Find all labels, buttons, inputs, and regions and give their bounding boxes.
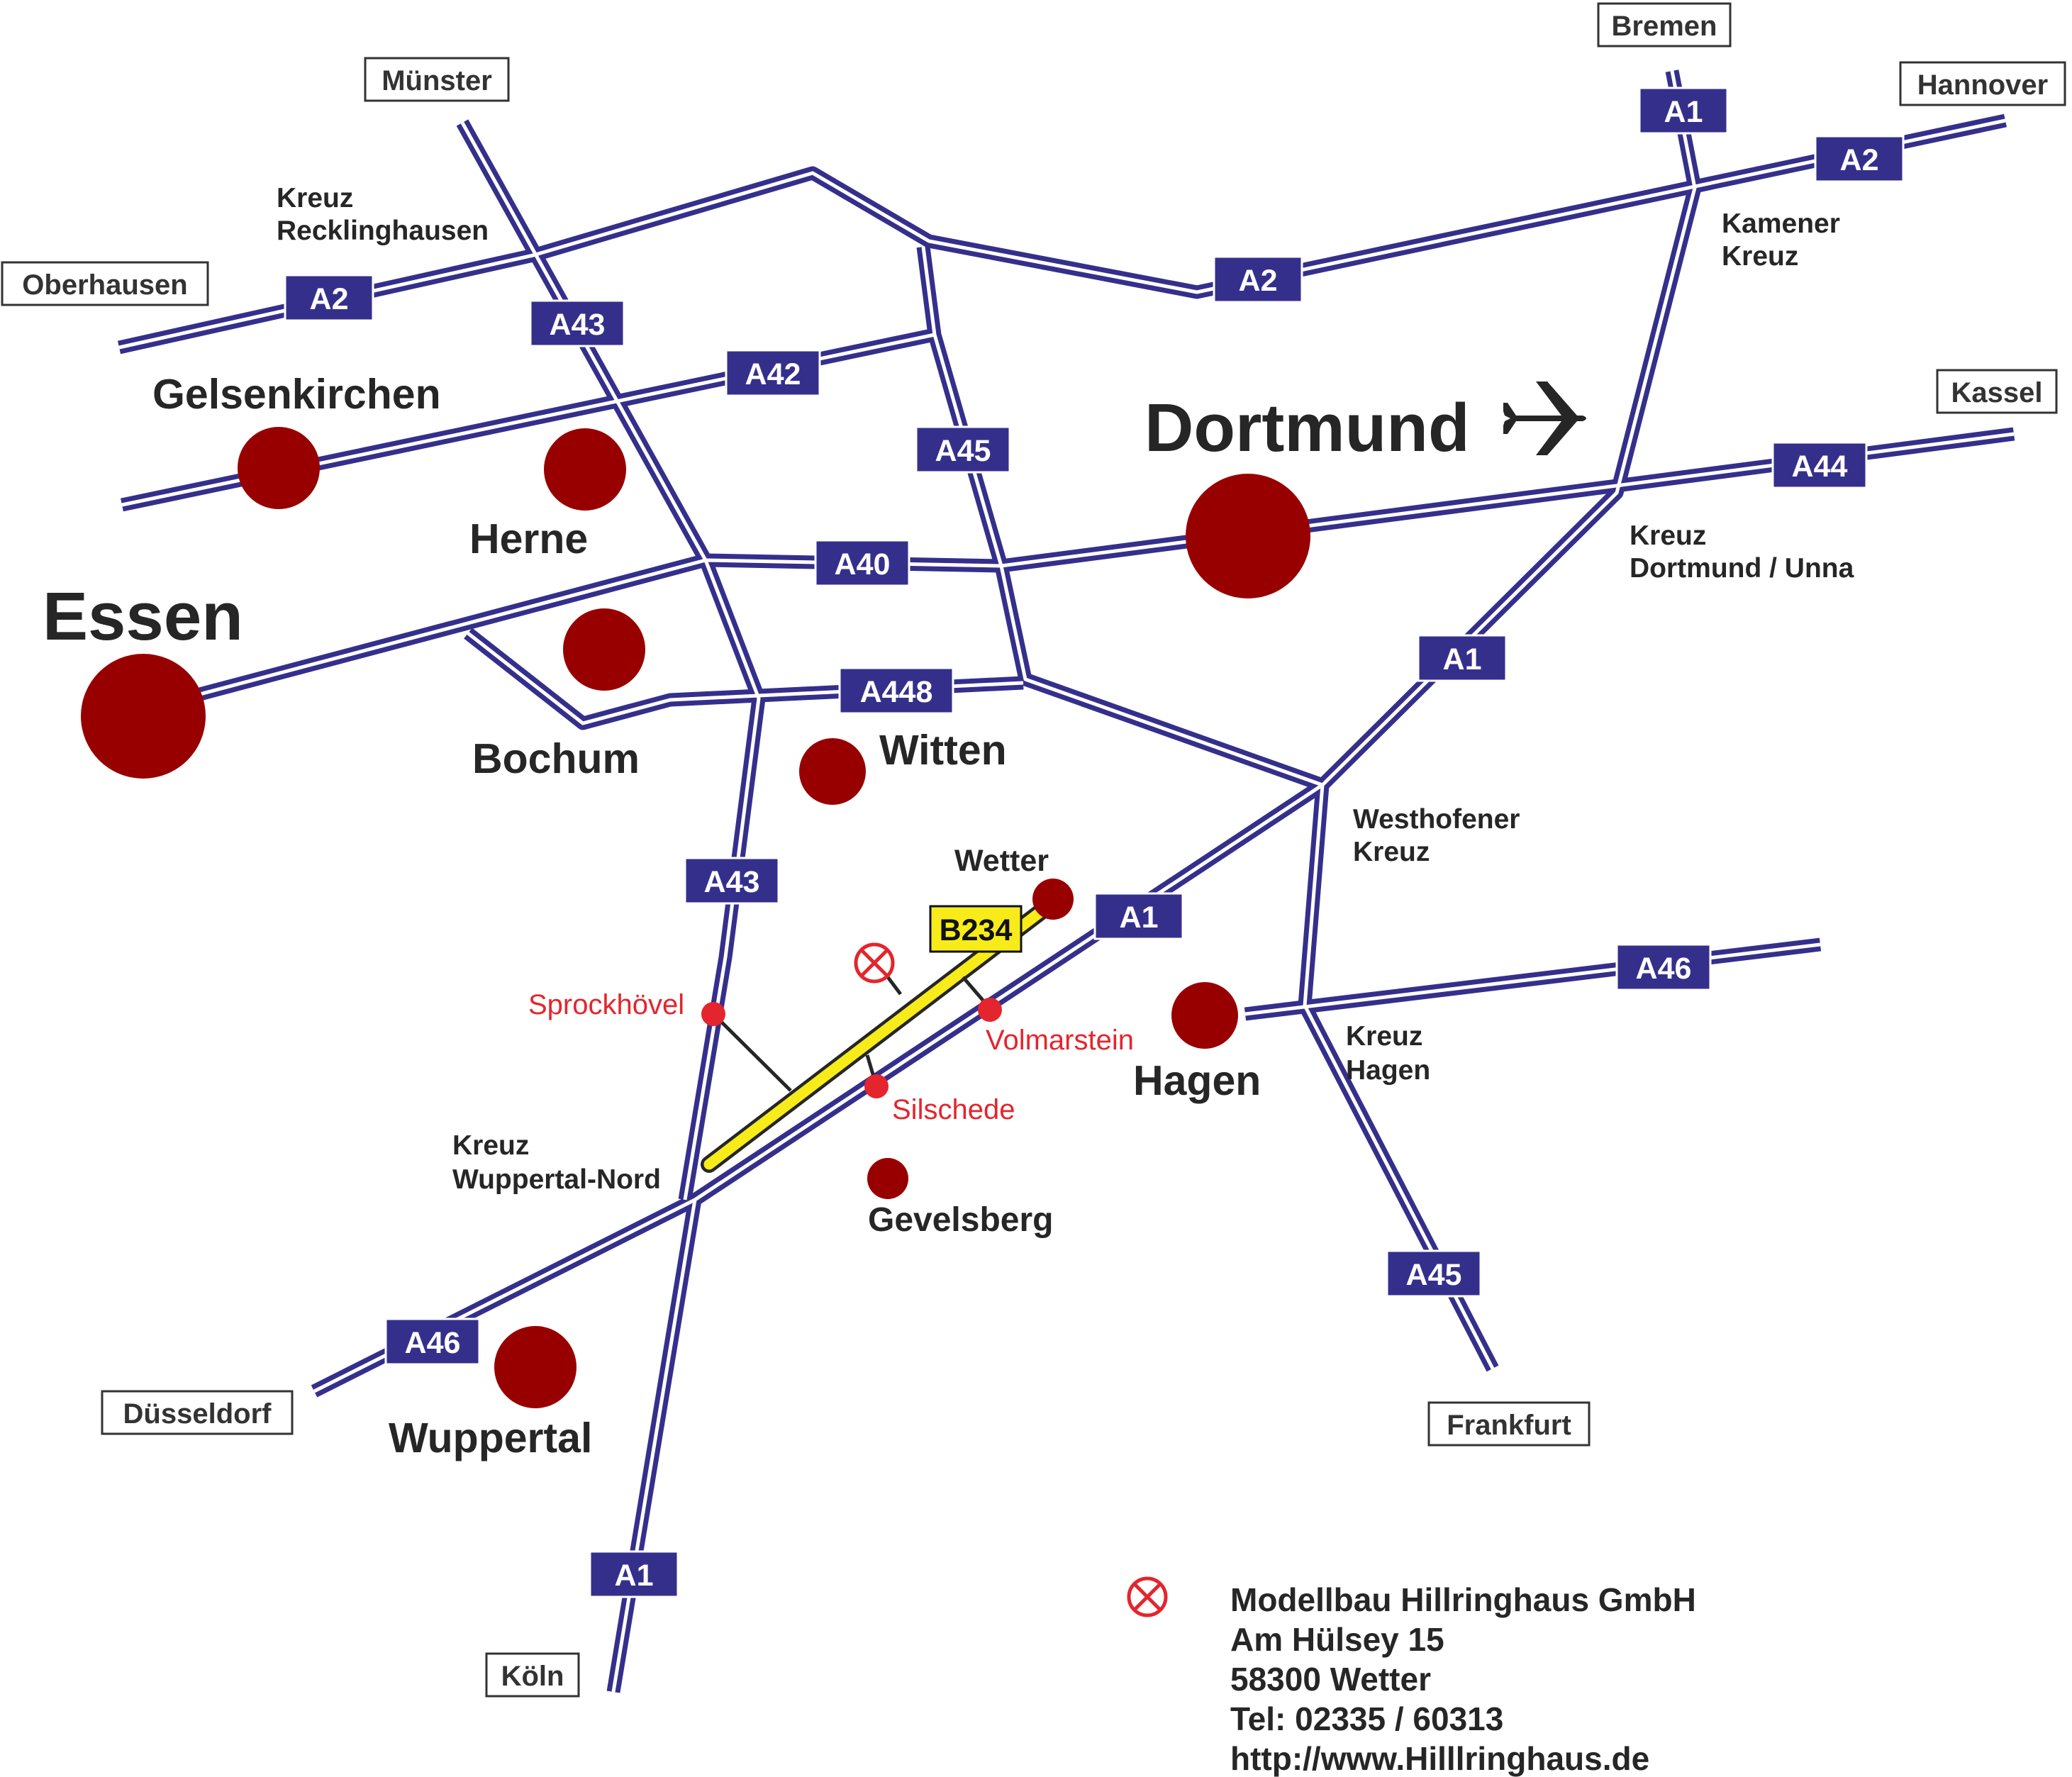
sprockhoevel-label: Sprockhövel [528, 989, 684, 1020]
gelsenkirchen-label: Gelsenkirchen [152, 371, 441, 418]
a44-shield: A44 [1792, 450, 1848, 484]
a42-shield: A42 [745, 357, 801, 391]
volmarstein-dot [978, 998, 1002, 1022]
a46-west-shield: A46 [405, 1326, 461, 1360]
oberhausen-destination: Oberhausen [22, 269, 187, 301]
gelsenkirchen-marker [238, 427, 320, 509]
frankfurt-destination: Frankfurt [1447, 1410, 1571, 1441]
a2-mid-shield: A2 [1239, 264, 1278, 298]
wetter-label: Wetter [954, 844, 1049, 878]
bremen-destination: Bremen [1612, 11, 1717, 42]
hagen-label: Hagen [1133, 1057, 1261, 1104]
kreuz-recklinghausen-label-1: Kreuz [277, 183, 353, 213]
dortmund-marker [1186, 474, 1310, 598]
kreuz-hagen-label-1: Kreuz [1346, 1021, 1422, 1052]
kamener-kreuz-label-2: Kreuz [1722, 241, 1798, 272]
company-city: 58300 Wetter [1230, 1661, 1431, 1698]
a1-mid-shield: A1 [1443, 642, 1482, 676]
dortmund-label: Dortmund [1144, 390, 1470, 466]
wuppertal-marker [494, 1326, 577, 1408]
gevelsberg-label: Gevelsberg [868, 1201, 1053, 1239]
kassel-destination: Kassel [1951, 377, 2043, 408]
kreuz-recklinghausen-label-2: Recklinghausen [277, 216, 489, 246]
b234-shield: B234 [940, 913, 1013, 947]
essen-label: Essen [43, 579, 243, 654]
a45-north-shield: A45 [935, 434, 991, 468]
a1-north-shield: A1 [1664, 95, 1703, 129]
local-place-markers [701, 998, 1002, 1098]
hannover-destination: Hannover [1917, 69, 2049, 101]
motorway-shields: A2 A2 A2 A1 A1 A1 A1 A43 A43 A42 A45 A45… [284, 87, 1905, 1598]
wetter-marker [1032, 879, 1074, 920]
kreuz-wuppertal-nord-label-1: Kreuz [452, 1130, 529, 1161]
kreuz-dortmund-unna-label-2: Dortmund / Unna [1630, 553, 1854, 584]
wuppertal-label: Wuppertal [389, 1415, 592, 1461]
company-phone: Tel: 02335 / 60313 [1230, 1700, 1503, 1737]
city-markers [81, 427, 1310, 1408]
a43-north-shield: A43 [550, 308, 606, 342]
location-target-icon [854, 942, 895, 984]
witten-marker [799, 738, 866, 805]
a2-east-shield: A2 [1840, 143, 1879, 177]
airplane-icon [1503, 381, 1586, 455]
silschede-label: Silschede [892, 1094, 1015, 1125]
duesseldorf-destination: Düsseldorf [123, 1398, 272, 1430]
volmarstein-label: Volmarstein [986, 1025, 1134, 1056]
a45-south-shield: A45 [1406, 1258, 1462, 1292]
company-website[interactable]: http://www.Hilllringhaus.de [1230, 1740, 1649, 1777]
kreuz-wuppertal-nord-label-2: Wuppertal-Nord [452, 1164, 661, 1195]
silschede-dot [864, 1074, 889, 1098]
koeln-destination: Köln [501, 1661, 564, 1692]
a43-south-shield: A43 [704, 865, 760, 899]
gevelsberg-marker [867, 1158, 908, 1199]
company-street: Am Hülsey 15 [1230, 1621, 1444, 1658]
company-name: Modellbau Hillringhaus GmbH [1230, 1581, 1696, 1618]
bochum-label: Bochum [472, 735, 640, 782]
herne-label: Herne [469, 516, 588, 562]
muenster-destination: Münster [381, 65, 492, 96]
a1-wetter-shield: A1 [1120, 901, 1159, 935]
hagen-marker [1171, 982, 1238, 1049]
witten-label: Witten [879, 727, 1007, 774]
kreuz-dortmund-unna-label-1: Kreuz [1630, 520, 1706, 551]
bochum-marker [563, 608, 645, 691]
a40-shield: A40 [835, 547, 891, 581]
a46-east-shield: A46 [1636, 952, 1692, 986]
kamener-kreuz-label-1: Kamener [1722, 208, 1840, 239]
westhofener-kreuz-label-1: Westhofener [1353, 804, 1520, 835]
a2-west-shield: A2 [310, 282, 349, 316]
address-legend: Modellbau Hillringhaus GmbH Am Hülsey 15… [1127, 1576, 1696, 1777]
essen-marker [81, 654, 206, 779]
legend-target-icon [1127, 1576, 1168, 1617]
kreuz-hagen-label-2: Hagen [1346, 1055, 1430, 1086]
herne-marker [544, 428, 626, 511]
sprockhoevel-dot [701, 1002, 725, 1026]
a448-shield: A448 [860, 675, 933, 709]
destination-boxes: Münster Bremen Hannover Oberhausen Kasse… [1, 2, 2066, 1698]
westhofener-kreuz-label-2: Kreuz [1353, 837, 1430, 867]
a1-south-shield: A1 [615, 1559, 654, 1593]
